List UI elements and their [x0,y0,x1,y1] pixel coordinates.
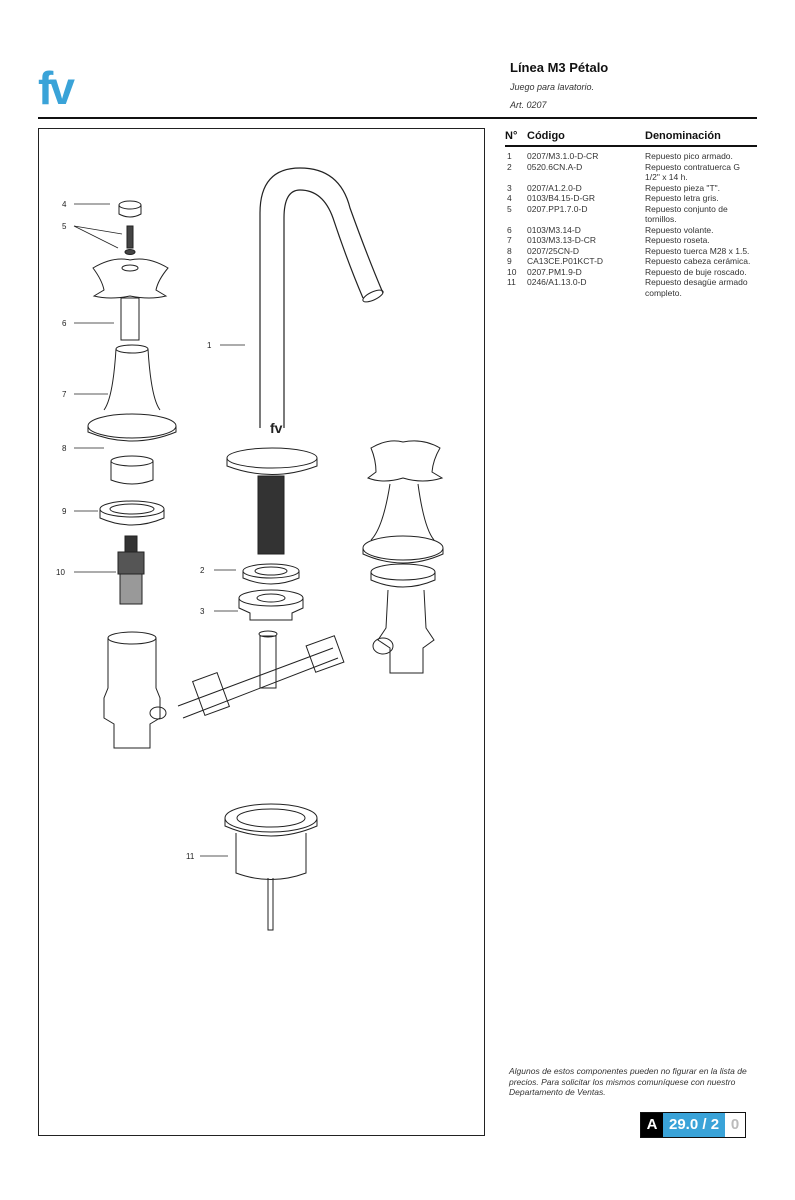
col-name: Denominación [645,130,721,142]
table-row: 9 CA13CE.P01KCT-D Repuesto cabeza cerámica… [505,256,757,267]
table-row: 11 0246/A1.13.0-D Repuesto desagüe armado … [505,277,757,298]
row-num: 8 [507,245,512,256]
callout-11: 11 [186,852,195,861]
row-name: Repuesto desagüe armado completo. [645,277,748,298]
drain-part [224,803,318,931]
callout-6: 6 [62,319,67,328]
table-row: 8 0207/25CN-D Repuesto tuerca M28 x 1.5. [505,246,757,257]
row-name: Repuesto pieza "T". [645,182,721,193]
callout-8: 8 [62,444,67,453]
exploded-view-drawing: fv [56,167,444,931]
callout-3: 3 [200,607,205,616]
page-badge: A 29.0 / 2 0 [640,1112,747,1138]
logo-text: fv [38,62,75,112]
callout-2: 2 [200,566,205,575]
page-title: Línea M3 Pétalo [510,60,609,75]
row-code: 0207/M3.1.0-D-CR [527,151,599,161]
row-name: Repuesto conjunto de tornillos. [645,203,728,225]
row-num: 6 [507,224,512,235]
row-code: 0246/A1.13.0-D [527,277,587,287]
nut-part [110,455,154,485]
badge-letter: A [641,1113,663,1137]
badge-revision: 0 [725,1113,746,1137]
callout-9: 9 [62,507,67,516]
parts-table-header: N° Código Denominación [505,130,757,147]
fv-logo: fv [38,62,79,112]
locknut-part [242,563,300,585]
row-code: 0103/M3.13-D-CR [527,235,596,245]
col-code: Código [527,130,565,142]
row-name: Repuesto roseta. [645,235,710,245]
callout-4: 4 [62,200,67,209]
connector-pipes [177,630,345,719]
row-num: 2 [507,161,512,172]
footnote: Algunos de estos componentes pueden no f… [509,1066,747,1097]
callout-5: 5 [62,222,67,231]
badge-number: 29.0 / 2 [663,1113,726,1137]
ring-part [99,500,165,526]
table-row: 1 0207/M3.1.0-D-CR Repuesto pico armado. [505,151,757,162]
row-name: Repuesto volante. [645,224,714,235]
row-num: 5 [507,203,512,214]
row-num: 4 [507,193,512,203]
row-code: CA13CE.P01KCT-D [527,256,604,266]
parts-table-body: 1 0207/M3.1.0-D-CR Repuesto pico armado. 2… [505,147,757,298]
header-rule [38,117,757,119]
page-subtitle: Juego para lavatorio. [510,82,595,92]
row-code: 0103/B4.15-D-GR [527,193,596,203]
drawing-frame [38,128,485,1136]
screw-part [124,225,136,255]
t-piece-part [238,589,304,621]
row-num: 10 [507,266,517,277]
row-num: 9 [507,256,512,266]
row-name: Repuesto letra gris. [645,193,719,203]
handle-part [92,258,169,341]
row-code: 0207.PP1.7.0-D [527,203,588,214]
row-num: 3 [507,182,512,193]
spout-logo: fv [270,420,283,436]
row-code: 0520.6CN.A-D [527,161,583,172]
callout-1: 1 [207,341,212,350]
row-name: Repuesto cabeza cerámica. [645,256,751,266]
row-num: 11 [507,277,516,287]
callout-7: 7 [62,390,67,399]
row-name: Repuesto contratuerca G 1/2" x 14 h. [645,161,740,183]
table-row: 3 0207/A1.2.0-D Repuesto pieza "T". [505,183,757,194]
row-code: 0207/A1.2.0-D [527,182,582,193]
left-valve-body [103,631,167,749]
rosette-part [87,344,177,442]
table-row: 10 0207.PM1.9-D Repuesto de buje roscado. [505,267,757,278]
row-code: 0103/M3.14-D [527,224,581,235]
cartridge-part [117,535,145,605]
table-row: 5 0207.PP1.7.0-D Repuesto conjunto de torn… [505,204,757,225]
table-row: 6 0103/M3.14-D Repuesto volante. [505,225,757,236]
letter-cap-part [118,200,142,218]
table-row: 4 0103/B4.15-D-GR Repuesto letra gris. [505,193,757,204]
row-code: 0207.PM1.9-D [527,266,582,277]
row-code: 0207/25CN-D [527,245,579,256]
row-num: 1 [507,151,512,161]
right-valve-assembly [362,440,444,674]
table-row: 2 0520.6CN.A-D Repuesto contratuerca G 1/2… [505,162,757,183]
col-num: N° [505,130,518,142]
parts-table: N° Código Denominación 1 0207/M3.1.0-D-CR… [505,130,757,298]
table-row: 7 0103/M3.13-D-CR Repuesto roseta. [505,235,757,246]
row-name: Repuesto de buje roscado. [645,266,747,277]
row-num: 7 [507,235,512,245]
row-name: Repuesto tuerca M28 x 1.5. [645,245,750,256]
article-number: Art. 0207 [510,100,547,110]
row-name: Repuesto pico armado. [645,151,733,161]
callout-10: 10 [56,568,65,577]
leader-lines [73,203,245,857]
spout-part: fv [226,167,384,555]
